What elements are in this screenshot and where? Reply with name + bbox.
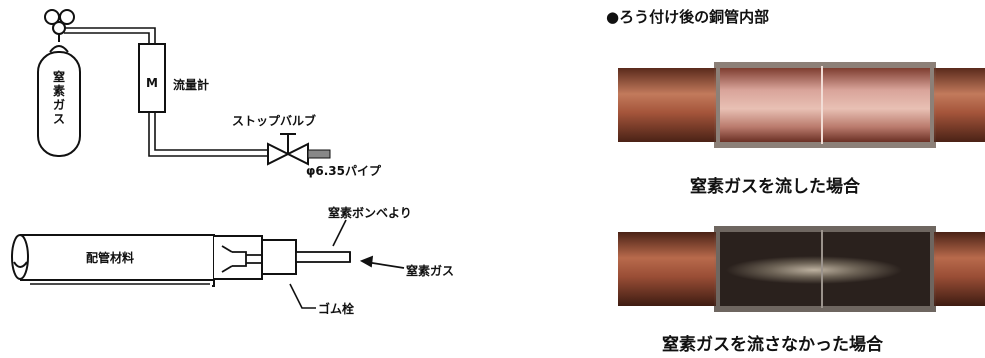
pipe-stub <box>307 149 331 159</box>
rubber-plug <box>214 235 297 280</box>
inlet-tube <box>295 251 351 263</box>
pipe-material <box>11 234 215 287</box>
regulator-gauges-icon <box>44 9 75 35</box>
nitrogen-gas-label: 窒素ガス <box>406 264 455 278</box>
pipe-material-label: 配管材料 <box>86 251 135 265</box>
diagram-lines <box>11 9 405 309</box>
leader-line-cylinder <box>332 219 347 247</box>
panel-title: ●ろう付け後の銅管内部 <box>606 8 770 26</box>
cylinder-label: 窒素ガス <box>52 70 65 126</box>
caption-with-gas: 窒素ガスを流した場合 <box>690 177 860 197</box>
photo-with-nitrogen <box>618 62 985 148</box>
gas-flow-arrow-icon <box>359 255 405 269</box>
photo-without-nitrogen <box>618 226 985 312</box>
nitrogen-cylinder <box>37 30 81 157</box>
leader-line-plug <box>289 283 316 309</box>
flow-meter-symbol: M <box>146 76 158 90</box>
stop-valve-label: ストップバルブ <box>232 114 317 128</box>
from-cylinder-label: 窒素ボンベより <box>328 206 412 220</box>
nitrogen-purge-diagram: 窒素ガス M 流量計 ストップバルブ φ6.35パイプ 配管材料 窒素ボンベより… <box>11 9 455 316</box>
pipe-label: φ6.35パイプ <box>306 164 381 178</box>
flow-meter-label: 流量計 <box>173 78 210 92</box>
flow-meter-box <box>138 43 166 113</box>
stop-valve-icon <box>267 133 309 166</box>
caption-without-gas: 窒素ガスを流さなかった場合 <box>662 335 883 355</box>
rubber-plug-label: ゴム栓 <box>318 302 355 316</box>
nozzle-icon <box>221 245 262 273</box>
hose-line <box>64 27 272 157</box>
